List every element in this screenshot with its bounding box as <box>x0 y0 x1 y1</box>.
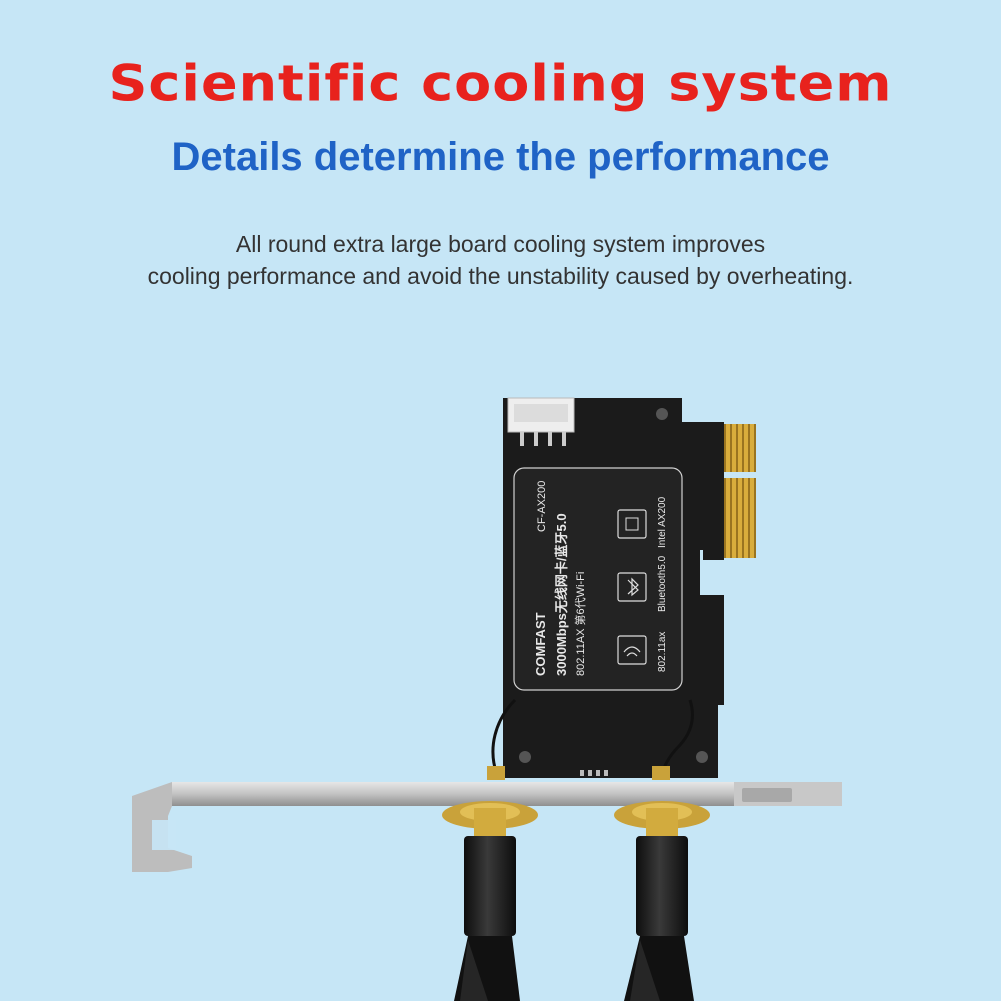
pcie-gold-fingers-bottom <box>724 478 756 558</box>
pcie-gold-fingers-top <box>724 424 756 472</box>
description: All round extra large board cooling syst… <box>0 228 1001 292</box>
card-model: CF-AX200 <box>536 481 548 532</box>
card-chip: Intel AX200 <box>657 496 668 548</box>
antenna-left <box>442 801 538 1001</box>
card-wifi: 802.11ax <box>657 632 668 672</box>
wifi6-icon <box>617 635 647 665</box>
heatsink-label-panel <box>513 467 683 691</box>
pci-bracket <box>172 782 734 806</box>
subheadline: Details determine the performance <box>171 135 830 179</box>
fan-connector <box>507 397 575 446</box>
antenna-cable-left <box>491 698 517 776</box>
chip-icon <box>617 509 647 539</box>
card-standard: 802.11AX 第6代Wi-Fi <box>573 572 587 676</box>
headline: Scientific cooling system <box>108 54 893 113</box>
status-leds <box>580 770 608 776</box>
description-line-2: cooling performance and avoid the unstab… <box>147 263 854 289</box>
mount-hole <box>696 751 708 763</box>
card-bluetooth: Bluetooth5.0 <box>657 555 668 612</box>
card-brand: COMFAST <box>533 612 548 676</box>
mount-hole <box>519 751 531 763</box>
bluetooth-icon <box>617 572 647 602</box>
mount-hole <box>656 408 668 420</box>
card-speed: 3000Mbps无线网卡/蓝牙5.0 <box>554 513 569 676</box>
description-line-1: All round extra large board cooling syst… <box>235 231 766 257</box>
antenna-right <box>614 801 710 1001</box>
